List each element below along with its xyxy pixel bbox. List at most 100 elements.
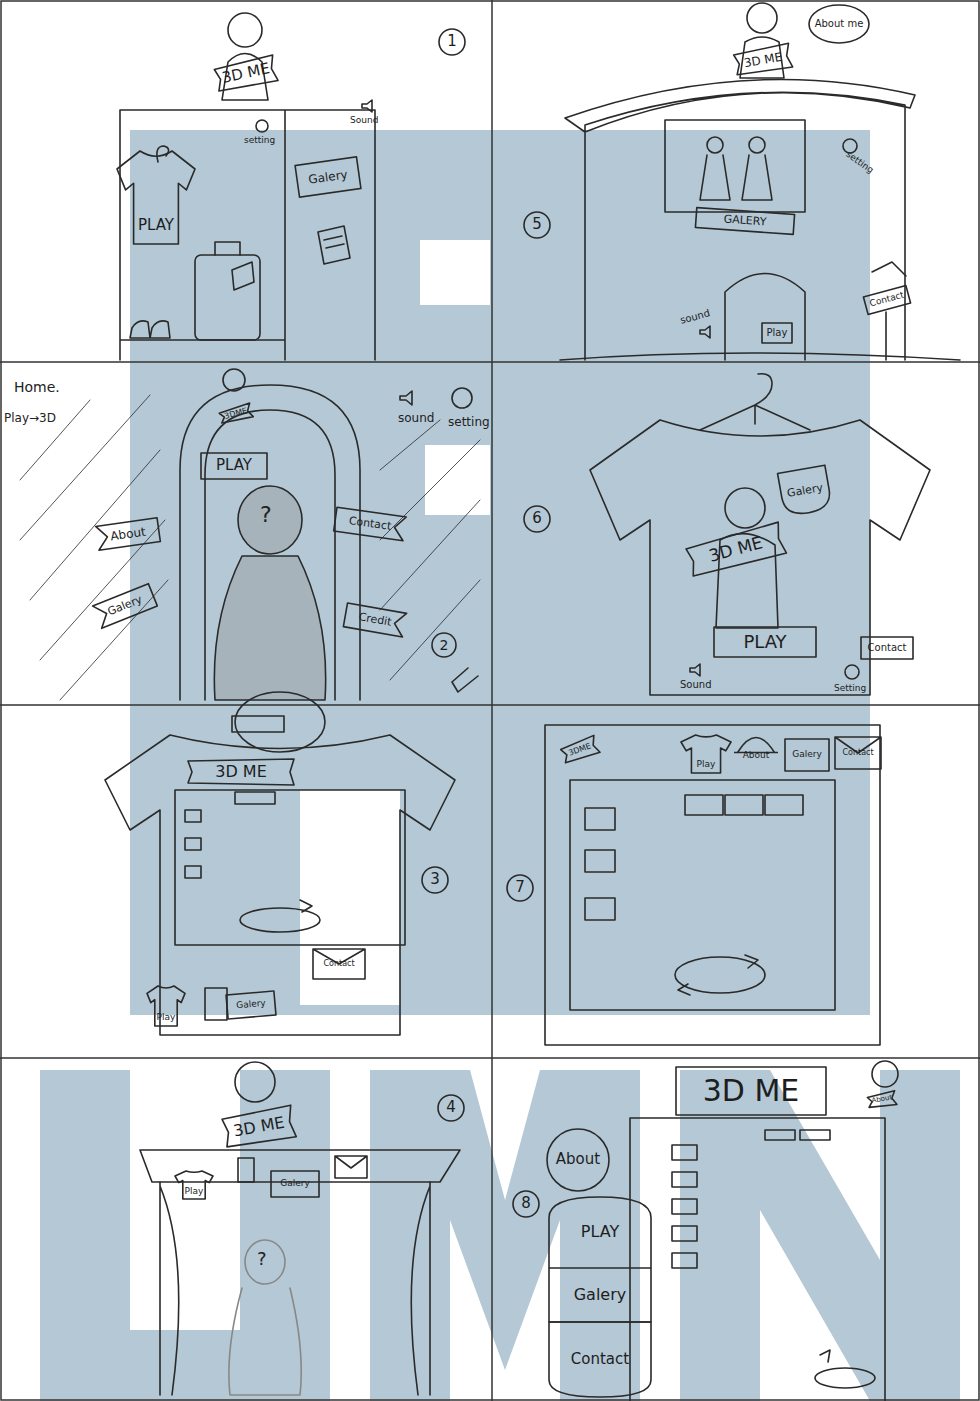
outline-path — [507, 875, 533, 901]
node-text: PLAY — [581, 1224, 619, 1241]
outline-path — [222, 1105, 296, 1149]
outline-path — [313, 949, 365, 979]
rotate-ring — [815, 1368, 875, 1388]
wardrobe — [120, 110, 375, 360]
node-text: About — [556, 1152, 600, 1168]
node-text: 3D ME — [703, 1075, 800, 1107]
question-mark: ? — [257, 1250, 267, 1268]
figure-head — [228, 13, 262, 47]
node-text: PLAY — [138, 218, 174, 234]
big-shirt — [590, 420, 930, 695]
outline-path — [117, 151, 195, 244]
person-icon — [205, 988, 227, 1020]
outline-path — [96, 518, 161, 550]
outline-path — [867, 1091, 897, 1110]
outline-path — [201, 453, 267, 479]
gallery-icon: Galery — [225, 990, 277, 1020]
rotate-arrow — [300, 900, 312, 912]
node-text: 3D ME — [215, 764, 267, 781]
icon-caption: setting — [448, 416, 490, 428]
list-items — [185, 792, 275, 878]
callout-number: 2 — [431, 632, 457, 658]
speech-bubble: About me — [808, 4, 870, 44]
figure-head — [725, 488, 765, 528]
return-icon — [452, 668, 478, 692]
outline-path — [762, 323, 792, 343]
icon-bar — [232, 716, 284, 732]
figure-head — [223, 369, 245, 391]
list-items — [672, 1130, 830, 1268]
rotate-ring — [240, 908, 320, 932]
node-text: Galery — [308, 168, 349, 186]
content-area — [570, 780, 835, 1010]
outline-path — [676, 1067, 826, 1115]
speaker-icon — [362, 100, 372, 112]
question-mark: ? — [260, 504, 272, 526]
gear-icon — [452, 388, 472, 408]
about-head: About — [546, 1128, 610, 1192]
callout-number: 8 — [512, 1190, 540, 1218]
icon-caption: sound — [398, 412, 434, 424]
node-text: 6 — [532, 511, 542, 527]
outline-path — [513, 1191, 539, 1217]
rotate-arrow — [820, 1350, 830, 1362]
screen-figure — [749, 137, 765, 153]
rotate-arrow — [678, 955, 758, 995]
outline-path — [295, 157, 361, 197]
play-sign: Play — [761, 322, 793, 344]
node-text: Galery — [786, 482, 824, 500]
node-text: Play — [697, 760, 716, 769]
screen — [175, 790, 405, 945]
browser-frame — [545, 725, 880, 1045]
node-text: Play — [767, 328, 788, 339]
shirt-frame — [105, 735, 455, 1035]
outline-path — [175, 1171, 213, 1199]
outline-path — [549, 1268, 651, 1322]
mirror-arch — [180, 385, 360, 700]
mystery-body — [229, 1288, 301, 1395]
figure-head — [235, 692, 325, 752]
gallery-icon: Galery — [270, 1170, 320, 1198]
menu-segment: PLAY — [548, 1196, 652, 1268]
node-text: Contact — [571, 1352, 629, 1368]
outline-path — [549, 1197, 651, 1268]
callout-number: 7 — [506, 874, 534, 902]
gallery-tab: Galery — [784, 738, 830, 772]
outline-path — [685, 522, 786, 578]
callout-number: 6 — [523, 505, 551, 533]
outline-path — [334, 507, 407, 541]
callout-number: 5 — [523, 211, 551, 239]
node-text: Play — [185, 1187, 204, 1196]
outline-path — [863, 286, 910, 315]
outline-path — [226, 991, 276, 1019]
node-text: 8 — [521, 1196, 531, 1212]
outline-path — [861, 637, 913, 659]
callout-number: 4 — [437, 1094, 465, 1122]
screen-figure-bodies — [700, 155, 772, 200]
suitcase-handle — [215, 242, 254, 290]
outline-path — [188, 759, 294, 785]
outline-path — [547, 1129, 609, 1191]
node-text: Galery — [236, 999, 266, 1011]
outline-path — [835, 737, 881, 769]
outline-path — [524, 212, 550, 238]
icon-caption: Sound — [350, 116, 378, 125]
door — [725, 274, 805, 361]
contact-button: Contact — [860, 636, 914, 660]
outline-path — [219, 403, 254, 425]
outline-path — [343, 603, 406, 637]
play-icon: Play — [174, 1170, 214, 1200]
node-text: About — [110, 525, 147, 542]
callout-number: 3 — [421, 866, 449, 894]
outline-path — [809, 5, 869, 43]
node-text: 4 — [446, 1100, 456, 1116]
title-banner: 3D ME — [731, 42, 795, 78]
person-icon — [238, 1158, 254, 1182]
node-text: Galery — [280, 1179, 310, 1188]
title-box: 3D ME — [675, 1066, 827, 1116]
node-text: 3D ME — [232, 1114, 286, 1139]
stage-bar — [140, 1150, 460, 1182]
outline-path — [93, 584, 158, 629]
outline-path — [785, 739, 829, 771]
